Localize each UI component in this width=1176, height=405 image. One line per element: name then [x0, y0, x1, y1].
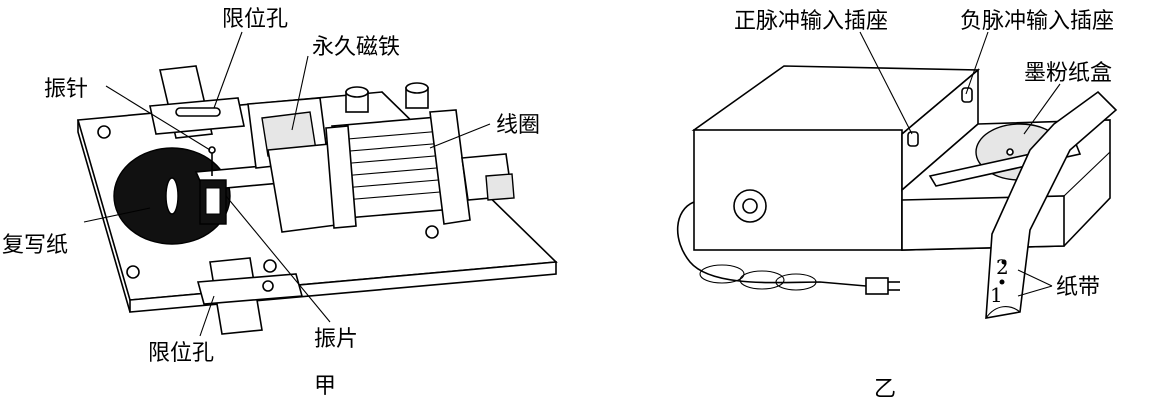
paper-tape-end [985, 306, 1021, 319]
label-limit-hole-bottom: 限位孔 [148, 341, 214, 366]
label-vibrating-needle: 振针 [44, 77, 88, 102]
positive-socket-icon [907, 131, 919, 147]
screw-icon [262, 280, 274, 292]
binding-post-cap [405, 82, 429, 94]
arm-pin-icon [1006, 148, 1014, 156]
electromagnetic-timer [76, 65, 558, 335]
screw-icon [97, 125, 111, 139]
limit-plate-bottom [196, 273, 304, 305]
screw-icon [263, 259, 277, 273]
base-board-side [77, 120, 131, 313]
spark-timer [676, 65, 1118, 319]
caption-left: 甲 [314, 374, 336, 399]
label-permanent-magnet: 永久磁铁 [312, 35, 400, 60]
label-coil: 线圈 [496, 113, 540, 138]
caption-right: 乙 [874, 377, 896, 402]
tape-dot [1001, 259, 1007, 265]
label-positive-pulse-socket: 正脉冲输入插座 [734, 9, 888, 34]
cord-coil [775, 273, 817, 291]
coil-end-plate [429, 109, 471, 225]
label-tape-mark-1: 1 [990, 283, 1003, 307]
paper-tape [985, 90, 1118, 319]
coil-front-plate [325, 125, 357, 229]
label-tape-mark-2: 2 [996, 255, 1009, 279]
screw-icon [126, 265, 140, 279]
left-leader-lines [83, 31, 491, 337]
box-front [693, 129, 903, 251]
label-limit-hole-top: 限位孔 [222, 7, 288, 32]
terminal-knob [485, 173, 515, 201]
vibrating-frame-window [205, 187, 221, 215]
front-knob-center [742, 198, 758, 214]
screw-icon [425, 225, 439, 239]
tape-dot [999, 279, 1005, 285]
cord-coil [699, 264, 745, 284]
cord-coil [739, 270, 785, 290]
disc-hub [165, 177, 179, 215]
limit-hole-top [175, 107, 221, 117]
binding-post-cap [345, 86, 369, 98]
label-toner-cartridge: 墨粉纸盒 [1024, 61, 1112, 86]
label-paper-tape: 纸带 [1056, 275, 1100, 300]
power-cord [676, 201, 867, 287]
plug [865, 277, 889, 295]
right-leader-lines [859, 31, 1061, 297]
label-carbon-paper: 复写纸 [2, 233, 68, 258]
negative-socket-icon [961, 87, 973, 103]
label-negative-pulse-socket: 负脉冲输入插座 [960, 9, 1114, 34]
tray-edge [1063, 151, 1111, 197]
label-vibrating-plate: 振片 [314, 327, 358, 352]
